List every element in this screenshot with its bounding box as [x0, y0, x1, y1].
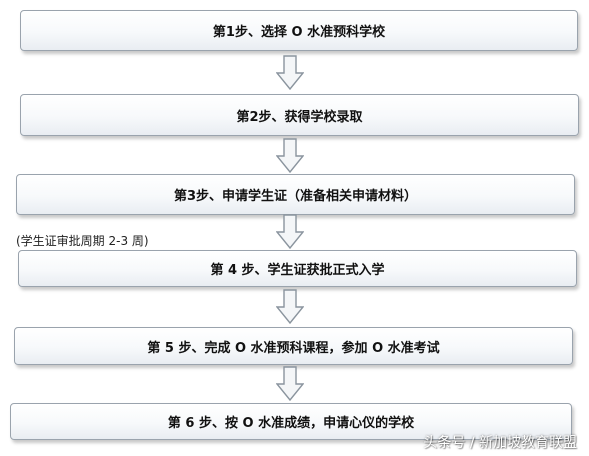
step-3-label: 第3步、申请学生证（准备相关申请材料） [173, 189, 418, 204]
step-6-box: 第 6 步、按 O 水准成绩，申请心仪的学校 [10, 403, 572, 440]
down-arrow-icon [276, 214, 304, 250]
down-arrow-icon [276, 366, 304, 402]
step-4-box: 第 4 步、学生证获批正式入学 [18, 250, 577, 287]
step-5-label: 第 5 步、完成 O 水准预科课程，参加 O 水准考试 [147, 340, 440, 356]
step-4-label: 第 4 步、学生证获批正式入学 [210, 263, 385, 278]
step-6-label: 第 6 步、按 O 水准成绩，申请心仪的学校 [167, 416, 415, 431]
down-arrow-icon [276, 289, 304, 325]
down-arrow-icon [276, 138, 304, 174]
step-5-box: 第 5 步、完成 O 水准预科课程，参加 O 水准考试 [14, 327, 573, 365]
step-2-label: 第2步、获得学校录取 [236, 109, 363, 125]
step-1-label: 第1步、选择 O 水准预科学校 [212, 25, 386, 40]
down-arrow-icon [276, 55, 304, 91]
step-1-box: 第1步、选择 O 水准预科学校 [20, 10, 578, 51]
step-2-box: 第2步、获得学校录取 [20, 94, 579, 136]
watermark-text: 头条号 / 新加坡教育联盟 [423, 435, 577, 451]
step-3-box: 第3步、申请学生证（准备相关申请材料） [16, 174, 575, 215]
approval-period-note: (学生证审批周期 2-3 周) [16, 234, 149, 248]
